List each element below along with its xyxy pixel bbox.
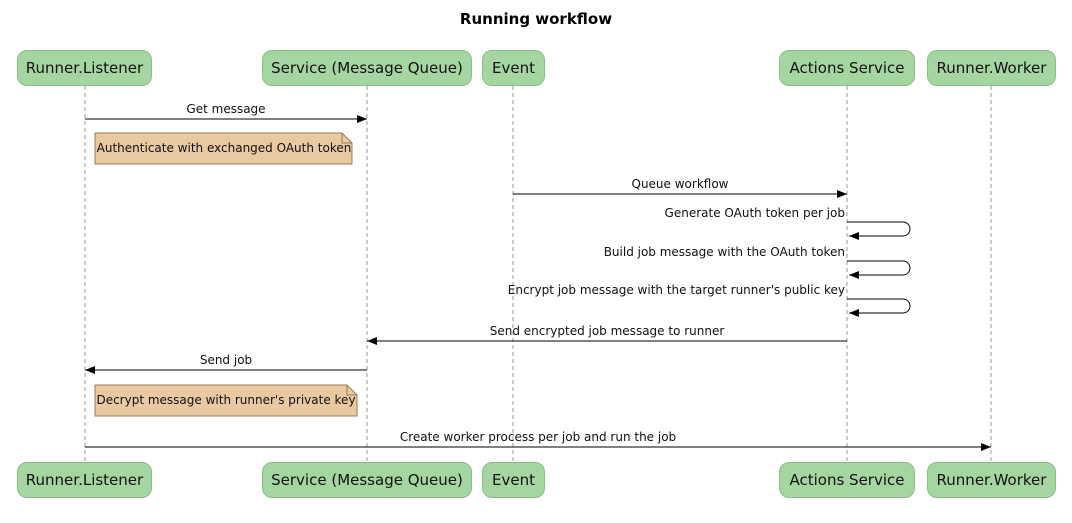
note-shape-decrypt xyxy=(94,384,358,417)
participant-bottom-actions-service: Actions Service xyxy=(779,462,915,498)
self-arrow-build-job-message xyxy=(847,260,911,279)
message-label-send-encrypted-job-message: Send encrypted job message to runner xyxy=(489,324,725,338)
message-arrows xyxy=(85,115,991,451)
note-fold-authenticate xyxy=(341,133,352,144)
participant-top-runner-listener: Runner.Listener xyxy=(17,50,152,86)
self-arrow-encrypt-job-message xyxy=(847,298,911,317)
note-shape-authenticate xyxy=(94,132,353,165)
note-authenticate-oauth-token: Authenticate with exchanged OAuth token xyxy=(96,141,352,155)
participant-bottom-runner-worker: Runner.Worker xyxy=(927,462,1056,498)
message-label-generate-oauth-token: Generate OAuth token per job xyxy=(664,206,845,220)
participant-top-runner-worker: Runner.Worker xyxy=(927,50,1056,86)
message-label-get-message: Get message xyxy=(186,102,266,116)
message-label-build-job-message: Build job message with the OAuth token xyxy=(603,245,845,259)
participant-bottom-runner-listener: Runner.Listener xyxy=(17,462,152,498)
note-shapes xyxy=(94,132,358,417)
message-label-create-worker-process: Create worker process per job and run th… xyxy=(399,430,677,444)
participant-bottom-service-message-queue: Service (Message Queue) xyxy=(262,462,472,498)
participant-top-event: Event xyxy=(482,50,545,86)
self-arrow-generate-oauth-token xyxy=(847,221,911,240)
note-fold-decrypt xyxy=(346,385,357,396)
note-decrypt-private-key: Decrypt message with runner's private ke… xyxy=(96,393,356,407)
participant-top-actions-service: Actions Service xyxy=(779,50,915,86)
participant-bottom-event: Event xyxy=(482,462,545,498)
message-label-encrypt-job-message: Encrypt job message with the target runn… xyxy=(507,283,845,297)
message-label-send-job: Send job xyxy=(199,353,253,367)
message-label-queue-workflow: Queue workflow xyxy=(631,177,729,191)
participant-top-service-message-queue: Service (Message Queue) xyxy=(262,50,472,86)
diagram-title: Running workflow xyxy=(459,10,613,28)
